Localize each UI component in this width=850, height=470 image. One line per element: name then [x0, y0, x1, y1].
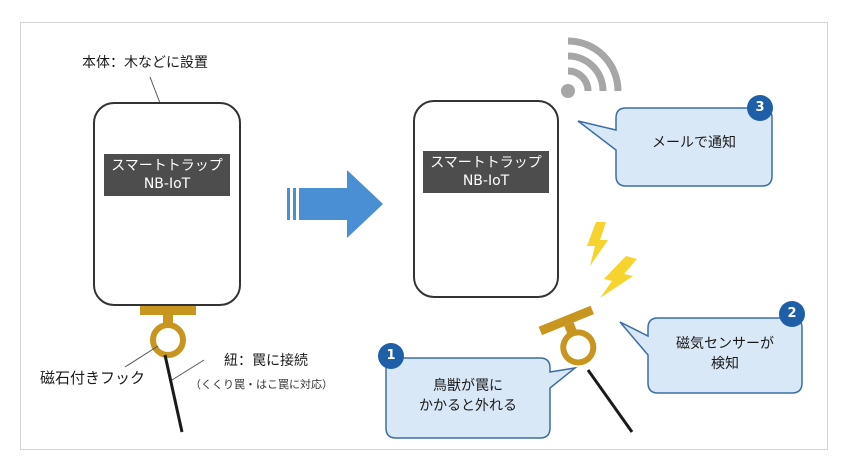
- string-note-label: （くくり罠・はこ罠に対応）: [190, 378, 333, 391]
- callout-2-text: 磁気センサーが 検知: [648, 334, 802, 374]
- right-device-name: スマートトラップ: [430, 155, 542, 171]
- callout-2-line2: 検知: [711, 356, 739, 372]
- callout-1-text: 鳥獣が罠に かかると外れる: [386, 376, 550, 416]
- string-label-leader: [171, 359, 205, 381]
- callout-1-line1: 鳥獣が罠に: [433, 378, 503, 394]
- left-device-model: NB-IoT: [143, 176, 191, 192]
- left-device-name: スマートトラップ: [111, 158, 223, 174]
- body-label-leader: [149, 76, 161, 104]
- right-device-body: [413, 100, 559, 298]
- magnet-hook-label: 磁石付きフック: [40, 369, 146, 387]
- callout-1-line2: かかると外れる: [419, 398, 517, 414]
- lightning-icon: [587, 222, 637, 298]
- left-device-body: [93, 102, 241, 306]
- hook-label-leader: [124, 345, 159, 368]
- callout-1-badge: 1: [378, 343, 404, 369]
- string-connect-label: 紐：罠に接続: [224, 353, 308, 369]
- magnet-hook-icon: [140, 306, 196, 358]
- right-device-label: スマートトラップ NB-IoT: [423, 151, 549, 193]
- detached-hook-icon: [538, 305, 597, 366]
- callout-2-bubble: [619, 317, 803, 394]
- trap-string: [163, 354, 184, 433]
- callout-3-text: メールで通知: [616, 133, 772, 153]
- body-install-label: 本体：木などに設置: [82, 55, 208, 71]
- callout-3-badge: 3: [747, 95, 773, 121]
- callout-2-badge: 2: [779, 301, 805, 327]
- callout-3-line1: メールで通知: [652, 135, 736, 151]
- left-device-label: スマートトラップ NB-IoT: [104, 154, 230, 196]
- wifi-signal-icon: [561, 37, 622, 98]
- detached-string: [586, 369, 634, 433]
- right-device-model: NB-IoT: [462, 173, 510, 189]
- callout-2-line1: 磁気センサーが: [676, 336, 774, 352]
- arrow-right-icon: [287, 170, 383, 238]
